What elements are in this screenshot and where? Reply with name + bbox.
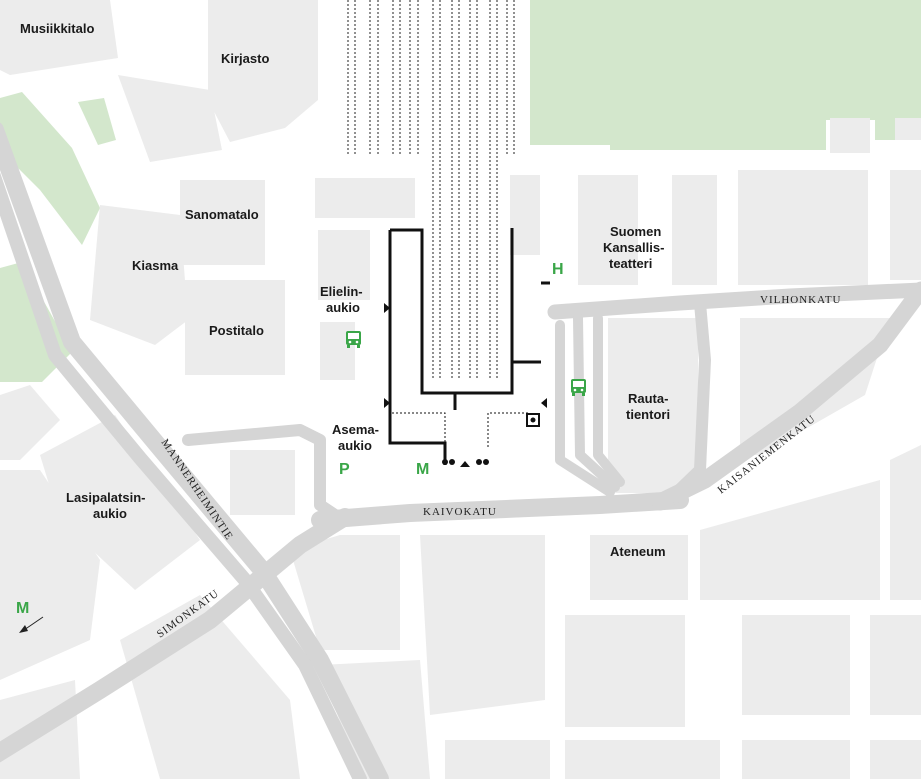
simonkatu-road [0,508,354,763]
label-kansallisteatteri-3: teatteri [609,256,652,271]
park-west-upper [0,92,100,245]
mannerheimintie-road [0,122,389,779]
station-inner-dotted [392,412,530,447]
rautatientori-loop-2 [573,313,620,492]
label-kiasma: Kiasma [132,258,179,273]
label-rautatientori-2: tientori [626,407,670,422]
bus-icon [571,379,586,396]
station-outline-main [390,228,514,395]
label-asema-aukio-2: aukio [338,438,372,453]
label-lasipalatsinaukio-1: Lasipalatsin- [66,490,145,505]
label-sanomatalo: Sanomatalo [185,207,259,222]
street-kaivokatu: KAIVOKATU [423,506,497,518]
mannerheimintie-road-2 [0,172,367,779]
station-outline-west [388,230,447,465]
entrance-marker-rautatientori [541,398,547,408]
label-kirjasto: Kirjasto [221,51,269,66]
vilhonkatu-road [547,282,921,320]
west-access-road [182,424,341,521]
label-asema-aukio-1: Asema- [332,422,379,437]
label-musiikkitalo: Musiikkitalo [20,21,94,36]
rautatientori-loop [555,320,615,497]
label-ateneum: Ateneum [610,544,666,559]
entrance-marker-main [460,461,470,467]
metro-symbol-kamppi: M [16,600,29,617]
label-kansallisteatteri-2: Kansallis- [603,240,664,255]
taxi-icon [526,413,540,427]
rautatientori-loop-3 [593,313,625,487]
metro-symbol-station: M [416,461,429,478]
label-postitalo: Postitalo [209,323,264,338]
entrance-marker-elielinaukio [384,303,390,313]
place-labels: Musiikkitalo Kirjasto Sanomatalo Kiasma … [20,21,670,559]
arrow-southwest-icon [19,616,44,633]
kaivokatu-road [311,491,689,529]
hotel-symbol: H [552,261,564,278]
road-to-kaivokatu [666,297,711,503]
symbols: H P M M [16,261,564,617]
label-kansallisteatteri-1: Suomen [610,224,661,239]
railway-station [388,228,550,465]
label-elielinaukio-1: Elielin- [320,284,363,299]
label-elielinaukio-2: aukio [326,300,360,315]
parking-symbol: P [339,461,350,478]
street-vilhonkatu: VILHONKATU [760,294,842,306]
roads [0,122,921,779]
label-lasipalatsinaukio-2: aukio [93,506,127,521]
tracks [347,0,515,378]
label-rautatientori-1: Rauta- [628,391,668,406]
entrance-marker-asema-aukio [384,398,390,408]
station-entrances [384,303,547,467]
park-west-small [78,98,116,145]
bus-icon [346,331,361,348]
kaisaniemi-park [530,0,921,150]
